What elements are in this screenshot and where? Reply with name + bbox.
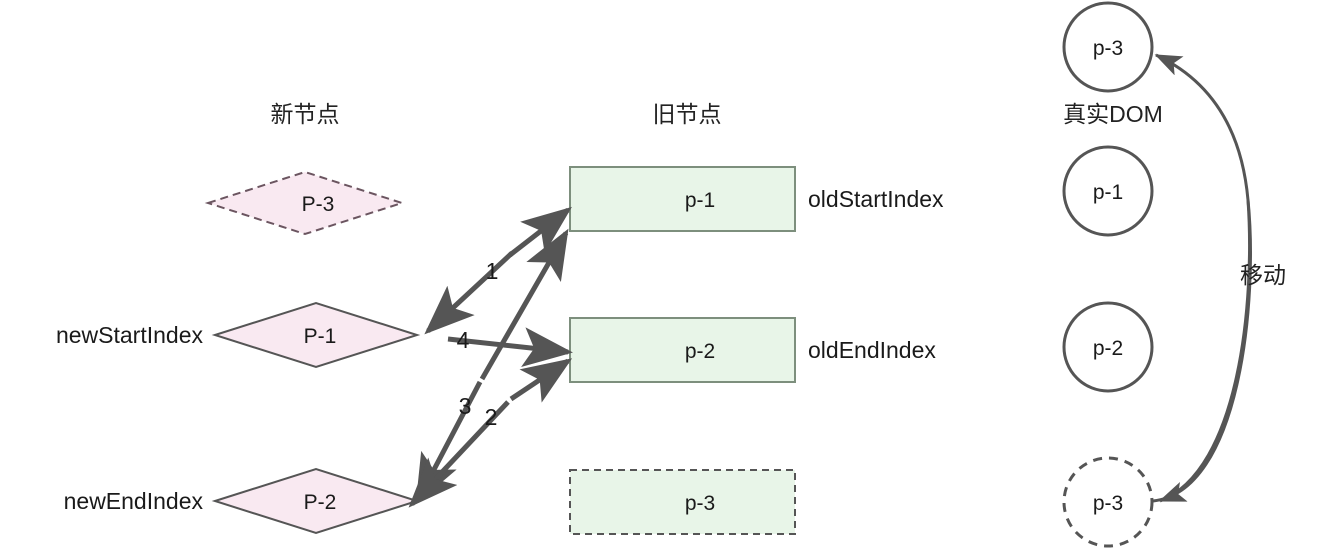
dom-node-p2-shape <box>1062 301 1154 393</box>
dom-node-p1-label: p-1 <box>1093 181 1123 204</box>
move-annotation-label: 移动 <box>1240 262 1286 288</box>
new-node-p2[interactable]: P-2 <box>211 467 421 535</box>
step-label-4: 4 <box>457 327 470 353</box>
move-curve-upper <box>1152 53 1252 503</box>
old-node-p3-label: p-3 <box>685 492 715 515</box>
step-arrow-4 <box>447 327 573 368</box>
step-label-1: 1 <box>486 258 499 284</box>
dom-node-p1[interactable]: p-1 <box>1062 145 1154 237</box>
dom-node-p1-shape <box>1062 145 1154 237</box>
step-label-3: 3 <box>459 393 472 419</box>
new-node-p3[interactable]: P-3 <box>204 170 406 236</box>
dom-node-p3-bottom-label: p-3 <box>1093 492 1123 515</box>
step-label-2: 2 <box>485 404 498 430</box>
old-node-p1-label: p-1 <box>685 189 715 212</box>
dom-node-p3-top[interactable]: p-3 <box>1062 1 1154 93</box>
step-arrow-3-head <box>479 228 569 381</box>
new-node-p2-label: P-2 <box>304 491 337 514</box>
new-node-p3-shape <box>204 170 406 236</box>
column-title-real-dom: 真实DOM <box>1063 101 1163 127</box>
dom-node-p3-top-shape <box>1062 1 1154 93</box>
old-node-p3[interactable]: p-3 <box>569 469 796 535</box>
column-title-old-nodes: 旧节点 <box>653 101 722 127</box>
old-node-p3-shape <box>569 469 796 535</box>
new-node-p1-label: P-1 <box>304 325 337 348</box>
new-start-index-label: newStartIndex <box>56 322 204 348</box>
old-node-p2-label: p-2 <box>685 340 715 363</box>
new-node-p3-label: P-3 <box>302 193 335 216</box>
new-end-index-label: newEndIndex <box>64 488 204 514</box>
new-node-p1-shape <box>211 301 421 369</box>
dom-node-p2[interactable]: p-2 <box>1062 301 1154 393</box>
column-title-new-nodes: 新节点 <box>271 101 340 127</box>
dom-node-p3-bottom[interactable]: p-3 <box>1062 456 1154 548</box>
old-node-p2-shape <box>569 317 796 383</box>
step-arrow-2-head <box>509 358 573 403</box>
step-arrow-1 <box>424 251 514 335</box>
new-node-p1[interactable]: P-1 <box>211 301 421 369</box>
dom-node-p3-top-label: p-3 <box>1093 37 1123 60</box>
dom-node-p3-bottom-shape <box>1062 456 1154 548</box>
move-curve-lower <box>1158 199 1252 503</box>
old-start-index-label: oldStartIndex <box>808 186 944 212</box>
old-node-p2[interactable]: p-2 <box>569 317 796 383</box>
old-node-p1-shape <box>569 166 796 232</box>
old-node-p1[interactable]: p-1 <box>569 166 796 232</box>
step-arrow-2 <box>408 400 510 508</box>
dom-node-p2-label: p-2 <box>1093 337 1123 360</box>
old-end-index-label: oldEndIndex <box>808 337 936 363</box>
